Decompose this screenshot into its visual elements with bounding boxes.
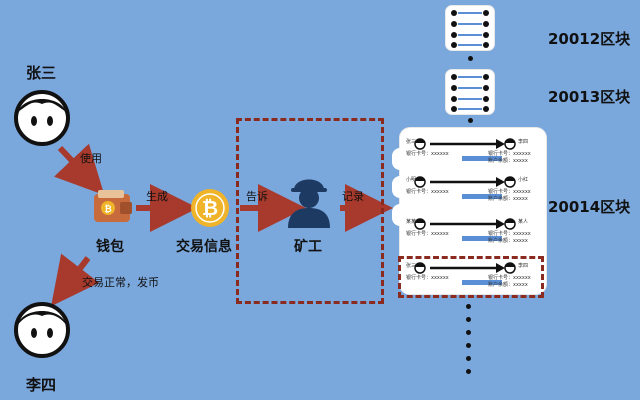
ledger-from-sub: 银行卡号：xxxxxx bbox=[406, 189, 449, 195]
chain-continuation-dots bbox=[466, 304, 472, 382]
ledger-to-sub: 银行卡号：xxxxxx bbox=[488, 275, 531, 281]
person-icon bbox=[14, 90, 70, 146]
trade-ok-label: 交易正常，发币 bbox=[82, 276, 159, 289]
miner-label: 矿工 bbox=[294, 239, 322, 255]
ledger-from: 张三 bbox=[406, 263, 417, 269]
block-20012-card bbox=[446, 6, 494, 50]
arrow-trade bbox=[51, 253, 100, 307]
ledger-to: 某人 bbox=[518, 219, 529, 225]
bitcoin-icon: ₿ bbox=[190, 188, 230, 228]
ledger-to: 李四 bbox=[518, 139, 529, 145]
receiver-avatar bbox=[12, 300, 72, 360]
arrow-use bbox=[53, 143, 105, 196]
transfer-arrow-icon bbox=[414, 138, 516, 161]
block-label-20013: 20013区块 bbox=[548, 88, 631, 106]
svg-text:₿: ₿ bbox=[104, 204, 111, 215]
ledger-amount: 账户余额：xxxxx bbox=[488, 238, 528, 244]
ledger-amount: 账户余额：xxxxx bbox=[488, 196, 528, 202]
block-label-20012: 20012区块 bbox=[548, 30, 631, 48]
generate-label: 生成 bbox=[146, 190, 168, 203]
transfer-arrow-icon bbox=[414, 218, 516, 241]
ledger-from: 某某 bbox=[406, 219, 417, 225]
new-record-highlight-box bbox=[398, 256, 544, 298]
ledger-from-sub: 银行卡号：xxxxxx bbox=[406, 151, 449, 157]
block-label-20014: 20014区块 bbox=[548, 198, 631, 216]
block-connector-dots bbox=[468, 118, 474, 131]
ledger-to-sub: 银行卡号：xxxxxx bbox=[488, 189, 531, 195]
ledger-to-sub: 银行卡号：xxxxxx bbox=[488, 151, 531, 157]
tell-label: 告诉 bbox=[246, 190, 268, 203]
miner-icon bbox=[284, 172, 334, 228]
miner-highlight-box bbox=[236, 118, 384, 304]
ledger-tabs bbox=[392, 148, 406, 268]
transfer-arrow-icon bbox=[414, 262, 516, 285]
block-connector-dots bbox=[468, 56, 474, 69]
transfer-arrow-icon bbox=[414, 176, 516, 199]
svg-text:₿: ₿ bbox=[202, 196, 218, 220]
use-label: 使用 bbox=[80, 152, 102, 165]
ledger-from-sub: 银行卡号：xxxxxx bbox=[406, 275, 449, 281]
ledger-from: 小明 bbox=[406, 177, 417, 183]
transaction-label: 交易信息 bbox=[176, 239, 232, 255]
ledger-to: 李四 bbox=[518, 263, 529, 269]
ledger-amount: 账户余额：xxxxx bbox=[488, 158, 528, 164]
wallet-icon: ₿ bbox=[92, 188, 134, 226]
sender-name: 张三 bbox=[26, 64, 57, 82]
block-20013-card bbox=[446, 70, 494, 114]
ledger-amount: 账户余额：xxxxx bbox=[488, 282, 528, 288]
wallet-label: 钱包 bbox=[96, 239, 124, 255]
ledger-to: 小红 bbox=[518, 177, 529, 183]
ledger-from: 张三 bbox=[406, 139, 417, 145]
receiver-name: 李四 bbox=[26, 376, 57, 394]
record-label: 记录 bbox=[342, 190, 364, 203]
ledger-from-sub: 银行卡号：xxxxxx bbox=[406, 231, 449, 237]
person-icon bbox=[14, 302, 70, 358]
sender-avatar bbox=[12, 88, 72, 148]
ledger-to-sub: 银行卡号：xxxxxx bbox=[488, 231, 531, 237]
